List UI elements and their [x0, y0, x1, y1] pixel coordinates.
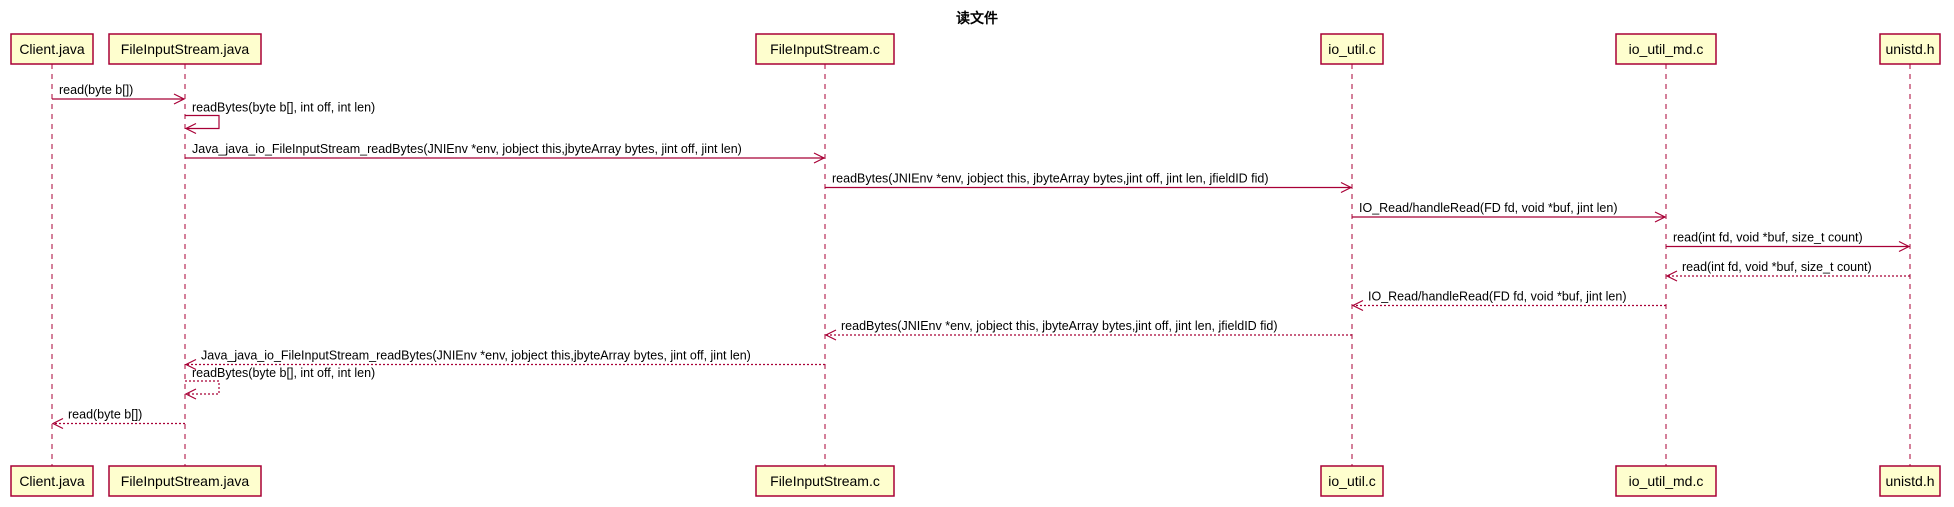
arrow-head: [1898, 240, 1911, 253]
message-label: Java_java_io_FileInputStream_readBytes(J…: [192, 142, 742, 156]
participant-ioutil-bottom: io_util.c: [1320, 465, 1384, 497]
message-label: read(int fd, void *buf, size_t count): [1682, 260, 1872, 274]
self-message-line: [185, 380, 220, 395]
message-label: readBytes(byte b[], int off, int len): [192, 366, 375, 380]
message-label: read(byte b[]): [68, 408, 142, 422]
arrow-head: [813, 152, 826, 164]
diagram-title: 读文件: [956, 10, 998, 26]
message-11: readBytes(byte b[], int off, int len): [184, 366, 375, 400]
participant-label: io_util.c: [1328, 473, 1375, 489]
participant-box: [10, 465, 94, 497]
participant-label: FileInputStream.java: [121, 473, 250, 489]
self-message-line: [185, 114, 220, 130]
participant-ioutil-top: io_util.c: [1320, 33, 1384, 65]
participant-label: unistd.h: [1885, 473, 1934, 489]
message-12: read(byte b[]): [51, 408, 185, 430]
participant-label: io_util_md.c: [1629, 473, 1704, 489]
message-9: readBytes(JNIEnv *env, jobject this, jby…: [824, 319, 1352, 341]
participant-label: unistd.h: [1885, 41, 1934, 57]
message-label: IO_Read/handleRead(FD fd, void *buf, jin…: [1359, 201, 1617, 215]
participant-fisc-bottom: FileInputStream.c: [755, 465, 895, 497]
message-2: readBytes(byte b[], int off, int len): [184, 101, 375, 135]
arrow-head: [1351, 299, 1364, 312]
participant-label: io_util_md.c: [1629, 41, 1704, 57]
participant-unistd-top: unistd.h: [1879, 33, 1941, 65]
message-label: IO_Read/handleRead(FD fd, void *buf, jin…: [1368, 290, 1626, 304]
participant-box: [10, 33, 94, 65]
participant-box: [1879, 465, 1941, 497]
participant-label: io_util.c: [1328, 41, 1375, 57]
participant-box: [108, 33, 262, 65]
message-label: readBytes(JNIEnv *env, jobject this, jby…: [841, 319, 1278, 333]
participant-label: FileInputStream.java: [121, 41, 250, 57]
arrow-head: [1340, 181, 1353, 194]
participant-client-bottom: Client.java: [10, 465, 94, 497]
participant-fisc-top: FileInputStream.c: [755, 33, 895, 65]
arrow-head: [173, 93, 186, 105]
arrow-head: [184, 388, 197, 400]
message-3: Java_java_io_FileInputStream_readBytes(J…: [185, 142, 826, 164]
participant-box: [755, 465, 895, 497]
participant-label: Client.java: [19, 473, 85, 489]
arrow-head: [824, 329, 837, 341]
arrow-head: [1665, 270, 1678, 282]
participant-box: [1615, 465, 1717, 497]
participant-box: [1320, 33, 1384, 65]
arrow-head: [1654, 211, 1667, 223]
message-label: read(int fd, void *buf, size_t count): [1673, 231, 1863, 245]
participant-label: Client.java: [19, 41, 85, 57]
message-4: readBytes(JNIEnv *env, jobject this, jby…: [825, 172, 1353, 194]
participant-client-top: Client.java: [10, 33, 94, 65]
participant-box: [755, 33, 895, 65]
message-10: Java_java_io_FileInputStream_readBytes(J…: [184, 349, 825, 371]
message-label: readBytes(byte b[], int off, int len): [192, 101, 375, 115]
message-6: read(int fd, void *buf, size_t count): [1666, 231, 1911, 253]
participant-label: FileInputStream.c: [770, 41, 880, 57]
participant-ioutilmd-bottom: io_util_md.c: [1615, 465, 1717, 497]
message-7: read(int fd, void *buf, size_t count): [1665, 260, 1910, 282]
participant-box: [108, 465, 262, 497]
message-8: IO_Read/handleRead(FD fd, void *buf, jin…: [1351, 290, 1666, 312]
message-5: IO_Read/handleRead(FD fd, void *buf, jin…: [1352, 201, 1667, 223]
message-label: readBytes(JNIEnv *env, jobject this, jby…: [832, 172, 1269, 186]
participant-box: [1879, 33, 1941, 65]
arrow-head: [184, 122, 197, 135]
participant-box: [1320, 465, 1384, 497]
message-1: read(byte b[]): [52, 83, 186, 105]
message-label: read(byte b[]): [59, 83, 133, 97]
participant-unistd-bottom: unistd.h: [1879, 465, 1941, 497]
participant-fisjava-bottom: FileInputStream.java: [108, 465, 262, 497]
message-label: Java_java_io_FileInputStream_readBytes(J…: [201, 349, 751, 363]
arrow-head: [184, 358, 197, 371]
participant-box: [1615, 33, 1717, 65]
participant-ioutilmd-top: io_util_md.c: [1615, 33, 1717, 65]
participant-fisjava-top: FileInputStream.java: [108, 33, 262, 65]
arrow-head: [51, 417, 64, 430]
participant-label: FileInputStream.c: [770, 473, 880, 489]
